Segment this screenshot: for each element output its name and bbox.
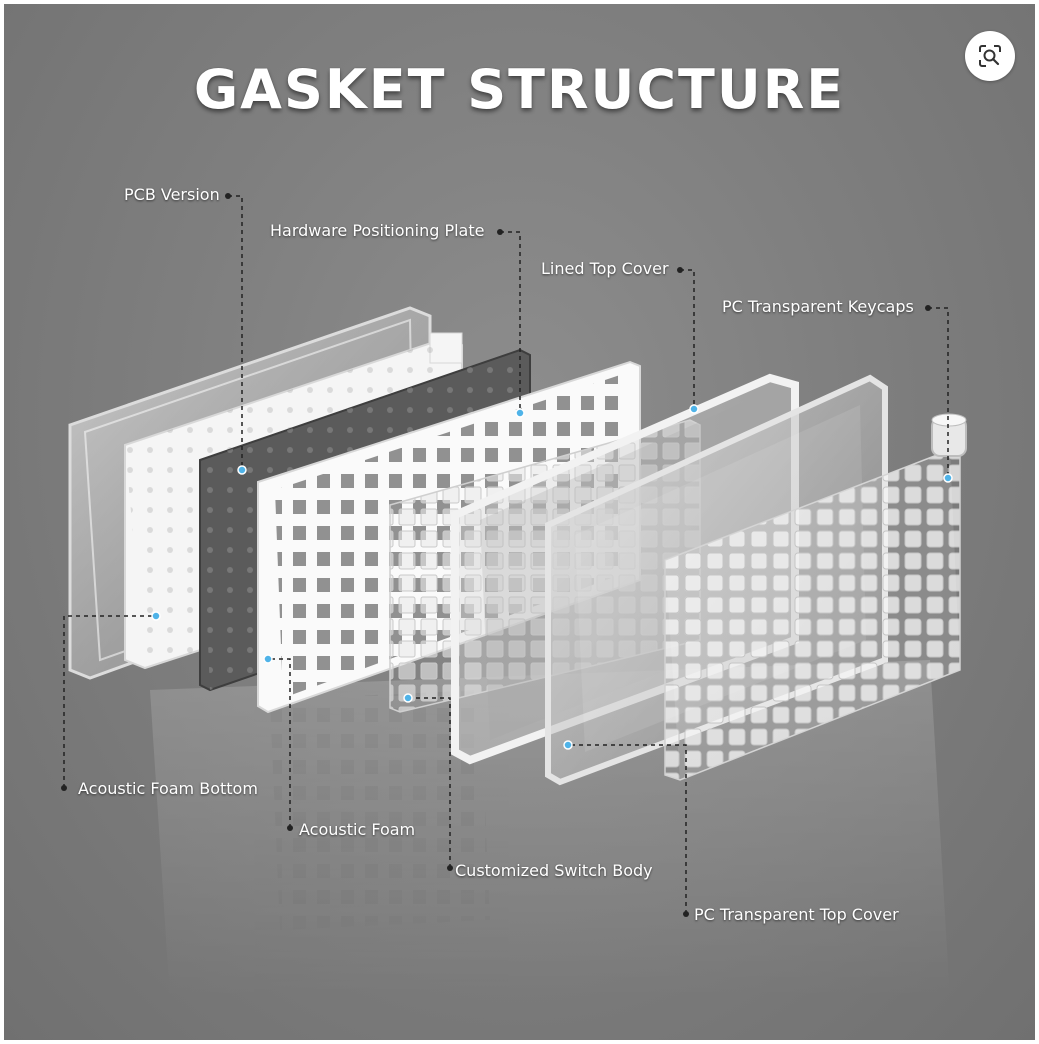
callout-dots bbox=[151, 404, 953, 750]
leader-top-cover bbox=[568, 744, 687, 914]
knob bbox=[931, 413, 967, 457]
label-pc-transparent-keycaps: PC Transparent Keycaps bbox=[722, 297, 914, 316]
callout-lines bbox=[63, 195, 949, 914]
keycaps-layer bbox=[664, 449, 961, 781]
visual-search-icon bbox=[979, 45, 1001, 67]
callout-endpoints bbox=[61, 193, 931, 917]
leader-switch-body bbox=[408, 697, 451, 868]
label-lined-top-cover: Lined Top Cover bbox=[541, 259, 669, 278]
leader-hardware-plate bbox=[500, 231, 521, 413]
leader-acoustic-foam bbox=[268, 658, 291, 828]
label-pcb-version: PCB Version bbox=[124, 185, 220, 204]
visual-search-button[interactable] bbox=[965, 31, 1015, 81]
label-hardware-positioning-plate: Hardware Positioning Plate bbox=[270, 221, 485, 240]
leader-lined-top-cover bbox=[680, 269, 695, 409]
leader-foam-bottom bbox=[63, 615, 156, 788]
label-acoustic-foam: Acoustic Foam bbox=[299, 820, 416, 839]
label-customized-switch-body: Customized Switch Body bbox=[455, 861, 653, 880]
leader-pc-keycaps bbox=[928, 307, 949, 478]
label-acoustic-foam-bottom: Acoustic Foam Bottom bbox=[78, 779, 258, 798]
diagram-title: GASKET STRUCTURE bbox=[193, 58, 846, 121]
label-pc-transparent-top-cover: PC Transparent Top Cover bbox=[694, 905, 899, 924]
